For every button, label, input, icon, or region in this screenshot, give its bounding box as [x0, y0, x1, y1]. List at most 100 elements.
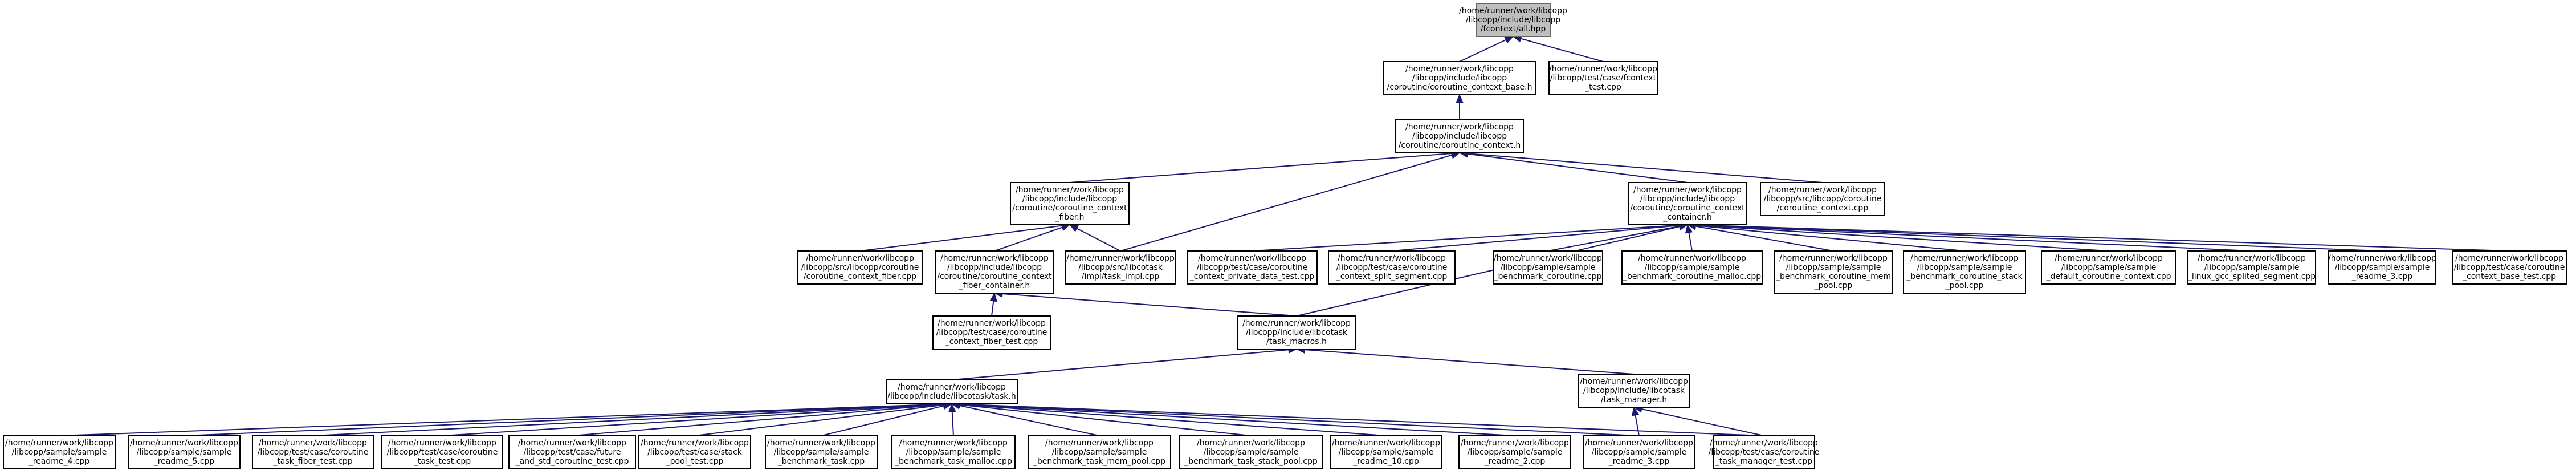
node-readme-3[interactable]: /home/runner/work/libcopp/libcopp/sample…	[2328, 250, 2436, 285]
edge-fiber-h-to-ctx-h	[1069, 152, 1460, 183]
edge-fiber-container-h-to-fiber-h	[994, 224, 1070, 252]
node-label-line: /home/runner/work/libcopp	[1242, 319, 1351, 328]
node-default-ctx[interactable]: /home/runner/work/libcopp/libcopp/sample…	[2041, 250, 2176, 285]
node-label-line: /coroutine_context.cpp	[1777, 204, 1869, 213]
node-bench-mem-pool[interactable]: /home/runner/work/libcopp/libcopp/sample…	[1774, 250, 1893, 294]
node-task-h[interactable]: /home/runner/work/libcopp/libcopp/includ…	[886, 379, 1018, 404]
node-label-line: /home/runner/work/libcopp	[1066, 254, 1175, 263]
node-label-line: _linux_gcc_splited_segment.cpp	[2187, 272, 2316, 281]
node-label-line: _task_fiber_test.cpp	[272, 457, 352, 466]
node-readme-3b[interactable]: /home/runner/work/libcopp/libcopp/sample…	[1583, 435, 1695, 469]
node-label-line: /libcopp/include/libcotask	[1583, 386, 1685, 395]
edge-readme-5-to-task-h	[184, 403, 952, 436]
node-task-manager-test[interactable]: /home/runner/work/libcopp/libcopp/test/c…	[1709, 435, 1820, 469]
node-label-line: _benchmark_task_malloc.cpp	[894, 457, 1012, 466]
node-task-fiber-test[interactable]: /home/runner/work/libcopp/libcopp/test/c…	[252, 435, 374, 469]
node-private-data-test[interactable]: /home/runner/work/libcopp/libcopp/test/c…	[1187, 250, 1318, 285]
node-bench-task[interactable]: /home/runner/work/libcopp/libcopp/sample…	[765, 435, 878, 469]
node-task-impl-cpp[interactable]: /home/runner/work/libcopp/libcopp/src/li…	[1065, 250, 1176, 285]
node-label-line: /libcopp/sample/sample	[2061, 263, 2157, 272]
node-box	[1330, 435, 1442, 469]
node-bench-coroutine[interactable]: /home/runner/work/libcopp/libcopp/sample…	[1493, 250, 1603, 285]
node-label-line: /coroutine/coroutine_context	[1630, 204, 1745, 213]
edge-task-fiber-test-to-task-h	[312, 403, 952, 436]
node-box	[1903, 250, 2026, 294]
node-label-line: _test.cpp	[1584, 83, 1621, 92]
node-split-segment-test[interactable]: /home/runner/work/libcopp/libcopp/test/c…	[1328, 250, 1456, 285]
node-label-line: /libcopp/sample/sample	[1501, 263, 1596, 272]
node-box	[932, 315, 1051, 350]
node-fiber-h[interactable]: /home/runner/work/libcopp/libcopp/includ…	[1010, 182, 1130, 225]
node-task-manager-h[interactable]: /home/runner/work/libcopp/libcopp/includ…	[1578, 374, 1690, 408]
edge-ctx-base-test-to-container-h	[1687, 224, 2510, 252]
node-box	[1548, 61, 1658, 95]
node-box	[1237, 315, 1356, 350]
node-label-line: _context_private_data_test.cpp	[1189, 272, 1315, 281]
node-box	[1583, 435, 1695, 469]
node-bench-task-stack-pool[interactable]: /home/runner/work/libcopp/libcopp/sample…	[1179, 435, 1323, 469]
arrowhead-icon	[1504, 36, 1514, 44]
node-label-line: /libcopp/sample/sample	[1339, 448, 1434, 457]
edge-bench-task-to-task-h	[821, 403, 952, 436]
node-ctx-base-h[interactable]: /home/runner/work/libcopp/libcopp/includ…	[1383, 61, 1536, 95]
node-label-line: /home/runner/work/libcopp	[2055, 254, 2163, 263]
node-label-line: /libcopp/sample/sample	[12, 448, 107, 457]
node-stack-pool-test[interactable]: /home/runner/work/libcopp/libcopp/test/c…	[638, 435, 751, 469]
node-label-line: _readme_10.cpp	[1352, 457, 1419, 466]
node-label-line: /impl/task_impl.cpp	[1082, 272, 1160, 281]
node-label-line: /coroutine/coroutine_context	[1012, 204, 1127, 213]
node-bench-malloc[interactable]: /home/runner/work/libcopp/libcopp/sample…	[1621, 250, 1763, 285]
edge-bench-coroutine-to-container-h	[1547, 224, 1688, 252]
node-fiber-cpp[interactable]: /home/runner/work/libcopp/libcopp/src/li…	[797, 250, 923, 285]
node-readme-10[interactable]: /home/runner/work/libcopp/libcopp/sample…	[1330, 435, 1442, 469]
node-box	[2041, 250, 2176, 285]
edge-bench-task-stack-pool-to-task-h	[951, 403, 1252, 436]
node-label-line: /home/runner/work/libcopp	[938, 319, 1046, 328]
edge-task-manager-test-to-task-manager-h	[1633, 407, 1764, 436]
edge-readme-3b-to-task-h	[951, 403, 1640, 436]
node-future-test[interactable]: /home/runner/work/libcopp/libcopp/test/c…	[508, 435, 636, 469]
edge-readme-3-to-container-h	[1687, 224, 2383, 252]
node-fcontext-test[interactable]: /home/runner/work/libcopp/libcopp/test/c…	[1548, 61, 1658, 95]
node-readme-2[interactable]: /home/runner/work/libcopp/libcopp/sample…	[1458, 435, 1571, 469]
edge-default-ctx-to-container-h	[1687, 224, 2109, 252]
node-label-line: _task_test.cpp	[413, 457, 471, 466]
node-label-line: /home/runner/work/libcopp	[1197, 439, 1305, 448]
edge-readme-4-to-task-h	[59, 403, 952, 436]
node-ctx-base-test[interactable]: /home/runner/work/libcopp/libcopp/test/c…	[2452, 250, 2567, 285]
node-box	[1383, 61, 1536, 95]
node-label-line: /home/runner/work/libcopp	[1768, 185, 1877, 195]
node-bench-task-mem-pool[interactable]: /home/runner/work/libcopp/libcopp/sample…	[1028, 435, 1171, 469]
node-label-line: _benchmark_coroutine_mem	[1775, 272, 1891, 281]
node-ctx-cpp[interactable]: /home/runner/work/libcopp/libcopp/src/li…	[1760, 182, 1885, 216]
node-readme-4[interactable]: /home/runner/work/libcopp/libcopp/sample…	[3, 435, 116, 469]
node-label-line: /home/runner/work/libcopp	[1332, 439, 1440, 448]
node-label-line: /libcopp/include/libcopp	[1466, 15, 1560, 25]
node-label-line: _benchmark_task_stack_pool.cpp	[1184, 457, 1318, 466]
node-ctx-h[interactable]: /home/runner/work/libcopp/libcopp/includ…	[1395, 119, 1524, 153]
arrowhead-icon	[1456, 94, 1464, 103]
arrowhead-icon	[948, 403, 956, 412]
node-readme-5[interactable]: /home/runner/work/libcopp/libcopp/sample…	[128, 435, 241, 469]
edge-readme-2-to-task-h	[951, 403, 1515, 436]
node-label-line: /libcopp/test/case/coroutine	[936, 328, 1047, 337]
node-linux-gcc[interactable]: /home/runner/work/libcopp/libcopp/sample…	[2187, 250, 2316, 285]
node-task-test[interactable]: /home/runner/work/libcopp/libcopp/test/c…	[381, 435, 503, 469]
node-fiber-container-h[interactable]: /home/runner/work/libcopp/libcopp/includ…	[935, 250, 1054, 294]
node-container-h[interactable]: /home/runner/work/libcopp/libcopp/includ…	[1628, 182, 1747, 225]
node-label-line: /libcopp/sample/sample	[1917, 263, 2012, 272]
node-label-line: /home/runner/work/libcopp	[1910, 254, 2019, 263]
node-label-line: /libcopp/sample/sample	[2204, 263, 2300, 272]
node-box	[2187, 250, 2316, 285]
node-all-hpp: /home/runner/work/libcopp/libcopp/includ…	[1459, 3, 1567, 37]
edge-linux-gcc-to-container-h	[1687, 224, 2252, 252]
node-task-macros-h[interactable]: /home/runner/work/libcopp/libcopp/includ…	[1237, 315, 1356, 350]
node-bench-task-malloc[interactable]: /home/runner/work/libcopp/libcopp/sample…	[891, 435, 1016, 469]
node-label-line: /libcopp/src/libcotask	[1078, 263, 1163, 272]
node-bench-stack-pool[interactable]: /home/runner/work/libcopp/libcopp/sample…	[1903, 250, 2026, 294]
node-label-line: /libcopp/sample/sample	[1468, 448, 1563, 457]
node-fiber-test[interactable]: /home/runner/work/libcopp/libcopp/test/c…	[932, 315, 1051, 350]
node-label-line: /home/runner/work/libcopp	[1459, 6, 1567, 15]
node-box	[886, 379, 1018, 404]
